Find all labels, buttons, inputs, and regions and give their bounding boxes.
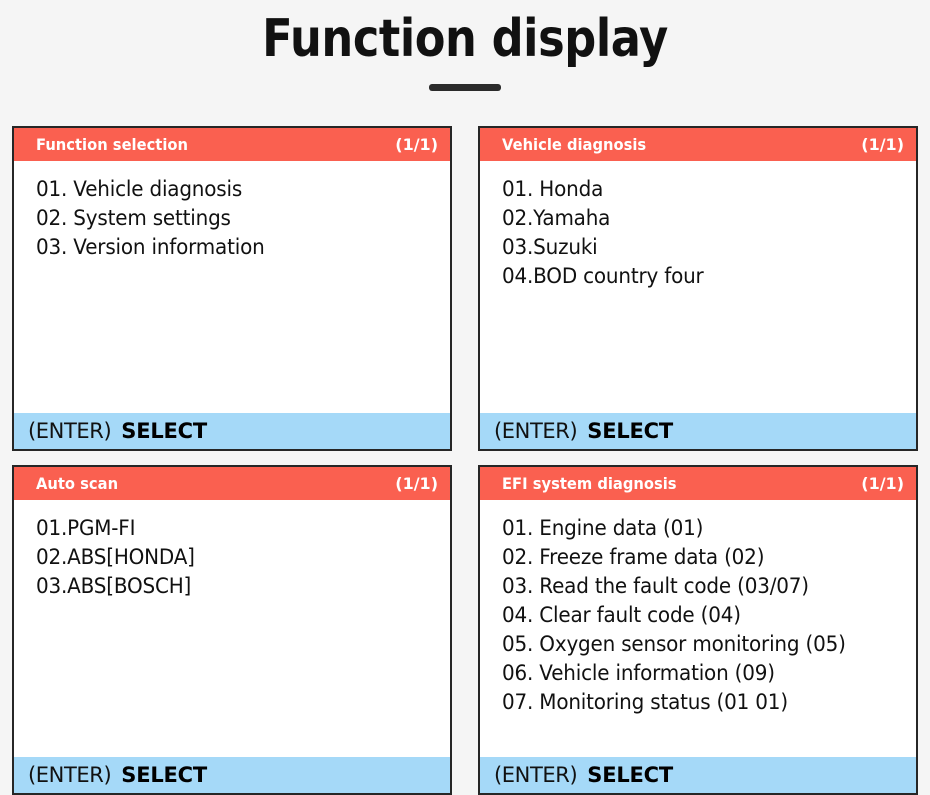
page-title-block: Function display xyxy=(0,0,930,92)
panel-grid: Function selection (1/1) 01. Vehicle dia… xyxy=(12,126,918,795)
list-item[interactable]: 03.Suzuki xyxy=(502,234,598,259)
list-item[interactable]: 02.Yamaha xyxy=(502,205,611,230)
list-item[interactable]: 04. Clear fault code (04) xyxy=(502,602,741,627)
list-item[interactable]: 04.BOD country four xyxy=(502,263,704,288)
panel-page-indicator: (1/1) xyxy=(395,474,438,493)
panel-header-title: Auto scan xyxy=(36,474,119,493)
panel-menu-list: 01. Vehicle diagnosis 02. System setting… xyxy=(14,161,450,413)
panel-page-indicator: (1/1) xyxy=(395,135,438,154)
panel-vehicle-diagnosis: Vehicle diagnosis (1/1) 01. Honda 02.Yam… xyxy=(478,126,918,451)
panel-footer-enter-select[interactable]: (ENTER) SELECT xyxy=(14,757,450,793)
panel-header: Auto scan (1/1) xyxy=(14,467,450,500)
list-item[interactable]: 03. Read the fault code (03/07) xyxy=(502,573,809,598)
list-item[interactable]: 01. Engine data (01) xyxy=(502,516,704,540)
title-underline-divider xyxy=(429,84,501,92)
list-item[interactable]: 06. Vehicle information (09) xyxy=(502,660,775,685)
panel-auto-scan: Auto scan (1/1) 01.PGM-FI 02.ABS[HONDA] … xyxy=(12,465,452,795)
panel-footer-enter-select[interactable]: (ENTER) SELECT xyxy=(480,413,916,449)
panel-menu-list: 01. Engine data (01) 02. Freeze frame da… xyxy=(480,500,916,757)
list-item[interactable]: 01. Vehicle diagnosis xyxy=(36,177,243,201)
panel-header-title: EFI system diagnosis xyxy=(502,474,677,493)
panel-header: Function selection (1/1) xyxy=(14,128,450,161)
footer-action-label: SELECT xyxy=(121,419,207,443)
footer-action-label: SELECT xyxy=(121,763,207,787)
panel-menu-list: 01. Honda 02.Yamaha 03.Suzuki 04.BOD cou… xyxy=(480,161,916,413)
list-item[interactable]: 02.ABS[HONDA] xyxy=(36,544,195,569)
list-item[interactable]: 03. Version information xyxy=(36,234,265,259)
panel-header: EFI system diagnosis (1/1) xyxy=(480,467,916,500)
list-item[interactable]: 05. Oxygen sensor monitoring (05) xyxy=(502,631,846,656)
panel-header: Vehicle diagnosis (1/1) xyxy=(480,128,916,161)
panel-function-selection: Function selection (1/1) 01. Vehicle dia… xyxy=(12,126,452,451)
list-item[interactable]: 01.PGM-FI xyxy=(36,516,136,540)
footer-key-label: (ENTER) xyxy=(28,763,112,787)
list-item[interactable]: 02. Freeze frame data (02) xyxy=(502,544,765,569)
panel-footer-enter-select[interactable]: (ENTER) SELECT xyxy=(480,757,916,793)
list-item[interactable]: 03.ABS[BOSCH] xyxy=(36,573,192,598)
footer-key-label: (ENTER) xyxy=(28,419,112,443)
panel-page-indicator: (1/1) xyxy=(861,135,904,154)
footer-key-label: (ENTER) xyxy=(494,763,578,787)
footer-key-label: (ENTER) xyxy=(494,419,578,443)
panel-header-title: Vehicle diagnosis xyxy=(502,135,647,154)
footer-action-label: SELECT xyxy=(587,419,673,443)
list-item[interactable]: 02. System settings xyxy=(36,205,231,230)
panel-efi-system-diagnosis: EFI system diagnosis (1/1) 01. Engine da… xyxy=(478,465,918,795)
list-item[interactable]: 07. Monitoring status (01 01) xyxy=(502,689,788,714)
panel-header-title: Function selection xyxy=(36,135,188,154)
footer-action-label: SELECT xyxy=(587,763,673,787)
panel-footer-enter-select[interactable]: (ENTER) SELECT xyxy=(14,413,450,449)
page-title: Function display xyxy=(262,9,668,69)
panel-menu-list: 01.PGM-FI 02.ABS[HONDA] 03.ABS[BOSCH] xyxy=(14,500,450,757)
list-item[interactable]: 01. Honda xyxy=(502,177,604,201)
panel-page-indicator: (1/1) xyxy=(861,474,904,493)
